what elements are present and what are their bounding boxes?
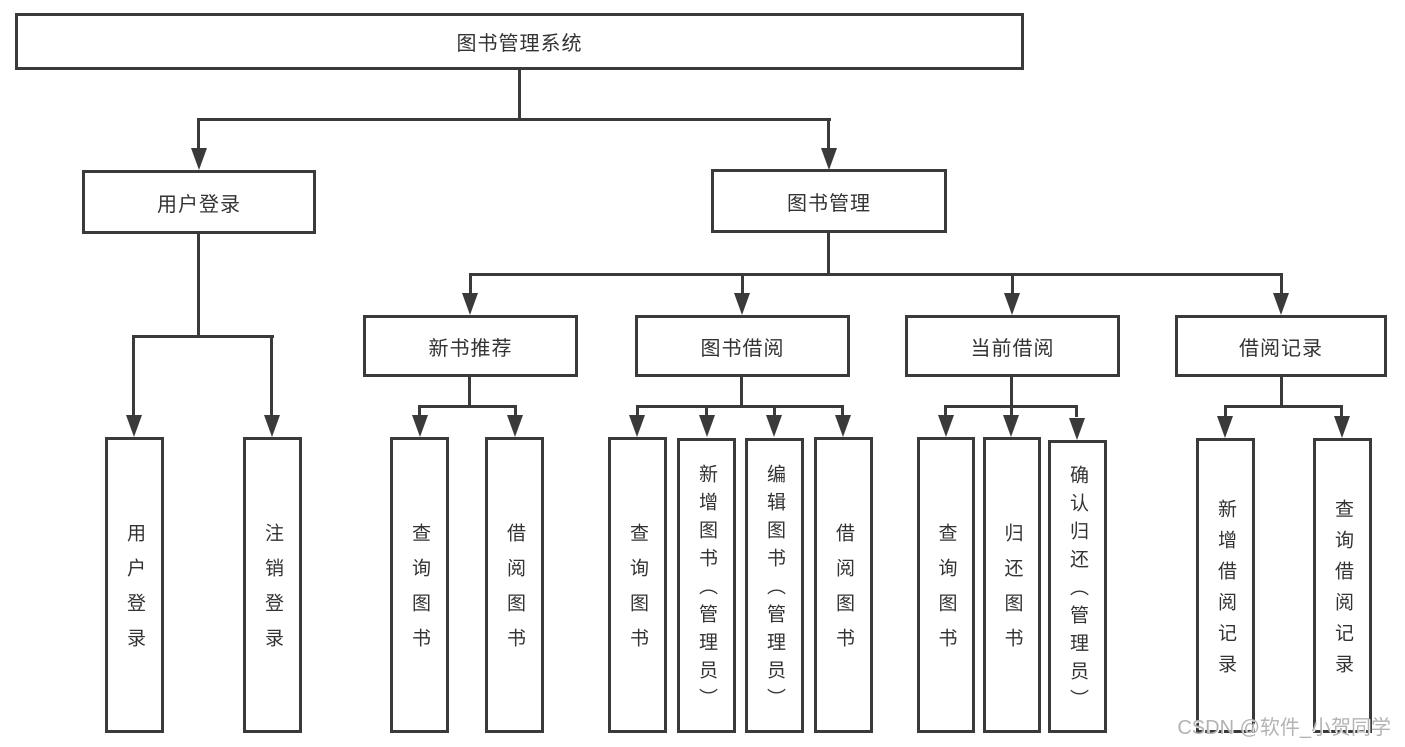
connector-book-mgmt-stem [827,118,830,150]
leaf-add-book-admin: 新增图书（管理员） [677,438,736,733]
leaf-query-books: 查询图书 [917,437,975,733]
arrow-down-icon [766,415,782,437]
leaf-logout-label: 注销登录 [262,523,283,663]
node-book-borrow: 图书借阅 [635,315,850,377]
connector-group-stem [1280,377,1283,408]
leaf-return-books-label: 归还图书 [1001,523,1023,663]
leaf-confirm-return-admin: 确认归还（管理员） [1048,440,1107,733]
connector-l3-stem [741,273,744,295]
node-new-book-recommend: 新书推荐 [363,315,578,377]
arrow-down-icon [507,415,523,437]
leaf-user-login-label: 用户登录 [124,523,145,663]
connector-user-login-stem [197,118,200,150]
leaf-add-borrow-record: 新增借阅记录 [1196,438,1255,733]
arrow-down-icon [938,415,954,437]
leaf-confirm-return-admin-label: 确认归还（管理员） [1067,465,1088,717]
leaf-add-book-admin-label: 新增图书（管理员） [696,464,717,716]
node-user-login-label: 用户登录 [157,193,241,216]
leaf-borrow-books-label: 借阅图书 [833,523,854,663]
leaf-borrow-books: 借阅图书 [485,437,544,733]
node-current-borrow: 当前借阅 [905,315,1120,377]
connector-leaf-stem [1010,405,1013,417]
node-book-borrow-label: 图书借阅 [700,337,785,360]
connector-leaf-stem [773,405,776,417]
connector-leaf-stem [270,335,273,417]
leaf-query-borrow-record-label: 查询借阅记录 [1332,498,1353,685]
connector-root-stem [518,70,521,118]
leaf-return-books: 归还图书 [983,437,1041,733]
arrow-down-icon [1334,416,1350,438]
leaf-query-books-label: 查询图书 [627,523,648,663]
connector-user-login-down [197,234,200,338]
node-book-management-label: 图书管理 [787,192,871,215]
leaf-query-borrow-record: 查询借阅记录 [1313,438,1372,733]
leaf-query-books-label: 查询图书 [409,523,430,663]
node-new-book-recommend-label: 新书推荐 [428,337,513,360]
arrow-down-icon [1004,293,1020,315]
arrow-down-icon [1273,293,1289,315]
node-user-login: 用户登录 [82,170,316,234]
connector-group-hline [1224,405,1343,408]
leaf-borrow-books-label: 借阅图书 [504,523,525,663]
connector-leaf-stem [1075,405,1078,417]
connector-leaf-stem [636,405,639,417]
arrow-down-icon [1217,416,1233,438]
leaf-query-books: 查询图书 [608,437,667,733]
leaf-user-login: 用户登录 [105,437,164,733]
connector-level3-hline [469,273,1283,276]
arrow-down-icon [462,293,478,315]
connector-leaf-stem [705,405,708,417]
connector-book-mgmt-down [827,233,830,275]
node-borrow-records: 借阅记录 [1175,315,1387,377]
arrow-down-icon [699,415,715,437]
connector-level2-hline [197,118,831,121]
leaf-query-books: 查询图书 [390,437,449,733]
arrow-down-icon [1003,415,1019,437]
connector-user-login-hline [133,335,274,338]
leaf-query-books-label: 查询图书 [935,523,957,663]
connector-group-stem [1010,377,1013,408]
csdn-watermark: CSDN @软件_小贺同学 [1177,717,1391,739]
connector-leaf-stem [132,335,135,417]
arrow-down-icon [1069,418,1085,440]
arrow-down-icon [264,415,280,437]
leaf-borrow-books: 借阅图书 [814,437,873,733]
connector-leaf-stem [1224,405,1227,417]
arrow-down-icon [734,293,750,315]
node-root-system: 图书管理系统 [15,13,1024,70]
leaf-edit-book-admin: 编辑图书（管理员） [745,438,804,733]
connector-l3-stem [1011,273,1014,295]
node-current-borrow-label: 当前借阅 [970,337,1055,360]
node-borrow-records-label: 借阅记录 [1239,337,1323,360]
connector-l3-stem [469,273,472,295]
leaf-edit-book-admin-label: 编辑图书（管理员） [764,464,785,716]
node-root-label: 图书管理系统 [456,33,583,55]
connector-group-hline [418,405,517,408]
connector-l3-stem [1280,273,1283,295]
leaf-logout: 注销登录 [243,437,302,733]
arrow-down-icon [821,148,837,170]
connector-leaf-stem [418,405,421,417]
leaf-add-borrow-record-label: 新增借阅记录 [1215,498,1236,685]
connector-group-stem [468,377,471,408]
connector-leaf-stem [1340,405,1343,417]
connector-group-stem [740,377,743,408]
connector-group-hline [636,405,844,408]
arrow-down-icon [126,415,142,437]
connector-leaf-stem [514,405,517,417]
arrow-down-icon [835,415,851,437]
node-book-management: 图书管理 [711,169,947,233]
arrow-down-icon [412,415,428,437]
arrow-down-icon [191,148,207,170]
connector-leaf-stem [944,405,947,417]
connector-leaf-stem [841,405,844,417]
arrow-down-icon [629,415,645,437]
